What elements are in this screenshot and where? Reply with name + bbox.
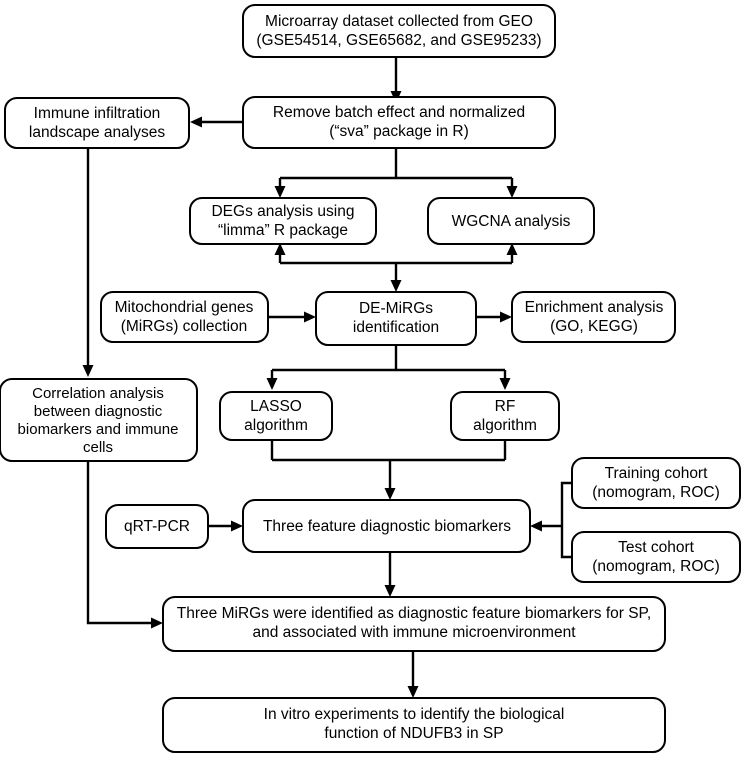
- node-in-vitro-experiments-line1: In vitro experiments to identify the bio…: [264, 706, 565, 723]
- node-immune-infiltration-box[interactable]: [4, 97, 190, 149]
- node-degs-analysis-line1: DEGs analysis using: [211, 203, 354, 220]
- arrowhead-demirgs-top: [390, 280, 402, 292]
- node-training-cohort-line1: Training cohort: [605, 465, 709, 482]
- node-qrt-pcr[interactable]: qRT-PCR: [105, 504, 209, 549]
- node-qrt-pcr-box[interactable]: [105, 504, 209, 549]
- node-remove-batch-effect-line1: Remove batch effect and normalized: [273, 104, 525, 121]
- node-mitochondrial-genes-box[interactable]: [100, 291, 269, 343]
- node-wgcna-analysis-box[interactable]: [427, 197, 595, 245]
- arrowhead-lasso: [266, 378, 278, 390]
- node-training-cohort-line2: (nomogram, ROC): [592, 484, 719, 501]
- node-test-cohort-box[interactable]: [571, 531, 741, 583]
- arrowhead-demirgs-left: [304, 311, 316, 323]
- node-enrichment-analysis-box[interactable]: [511, 291, 676, 343]
- arrowhead-biomarkers-right: [530, 520, 542, 532]
- node-remove-batch-effect[interactable]: Remove batch effect and normalized (“sva…: [242, 96, 556, 149]
- node-correlation-analysis-line2: between diagnostic: [34, 403, 163, 420]
- node-microarray-dataset[interactable]: Microarray dataset collected from GEO (G…: [242, 4, 556, 58]
- connector-layer: [82, 57, 572, 698]
- node-correlation-analysis[interactable]: Correlation analysis between diagnostic …: [0, 378, 198, 462]
- node-wgcna-analysis-line1: WGCNA analysis: [452, 213, 571, 230]
- node-correlation-analysis-line3: biomarkers and immune: [18, 421, 179, 438]
- node-in-vitro-experiments-box[interactable]: [162, 697, 666, 753]
- node-rf-algorithm-box[interactable]: [450, 391, 560, 441]
- node-rf-algorithm[interactable]: RF algorithm: [450, 391, 560, 441]
- node-immune-infiltration-line1: Immune infiltration: [34, 105, 161, 122]
- node-microarray-dataset-box[interactable]: [242, 4, 556, 58]
- node-enrichment-analysis[interactable]: Enrichment analysis (GO, KEGG): [511, 291, 676, 343]
- node-conclusion-line2: and associated with immune microenvironm…: [252, 624, 576, 641]
- node-lasso-algorithm[interactable]: LASSO algorithm: [219, 391, 333, 441]
- node-training-cohort[interactable]: Training cohort (nomogram, ROC): [571, 457, 741, 509]
- arrowhead-conclusion-left: [151, 617, 163, 629]
- arrowhead-biomarkers-top: [384, 488, 396, 500]
- arrowhead-wgcna: [506, 186, 518, 198]
- node-test-cohort-line2: (nomogram, ROC): [592, 558, 719, 575]
- node-immune-infiltration[interactable]: Immune infiltration landscape analyses: [4, 97, 190, 149]
- node-mitochondrial-genes-line1: Mitochondrial genes: [115, 299, 254, 316]
- arrowhead-conclusion-top: [384, 585, 396, 597]
- node-conclusion-line1: Three MiRGs were identified as diagnosti…: [177, 605, 651, 622]
- node-three-feature-biomarkers-box[interactable]: [242, 499, 531, 553]
- node-test-cohort[interactable]: Test cohort (nomogram, ROC): [571, 531, 741, 583]
- connector-cohorts-bracket: [560, 481, 572, 559]
- node-mitochondrial-genes[interactable]: Mitochondrial genes (MiRGs) collection: [100, 291, 269, 343]
- node-microarray-dataset-line2: (GSE54514, GSE65682, and GSE95233): [256, 32, 541, 49]
- arrowhead-correlation: [82, 365, 94, 377]
- node-lasso-algorithm-line2: algorithm: [244, 417, 308, 434]
- node-remove-batch-effect-line2: (“sva” package in R): [329, 123, 469, 140]
- node-remove-batch-effect-box[interactable]: [242, 96, 556, 149]
- connector-correlation-to-conclusion: [86, 461, 152, 625]
- arrowhead-immune: [190, 116, 202, 128]
- arrowhead-degs: [274, 186, 286, 198]
- node-enrichment-analysis-line2: (GO, KEGG): [550, 318, 638, 335]
- node-enrichment-analysis-line1: Enrichment analysis: [525, 299, 664, 316]
- node-de-mirgs-identification[interactable]: DE-MiRGs identification: [315, 291, 477, 346]
- node-test-cohort-line1: Test cohort: [618, 539, 695, 556]
- node-qrt-pcr-line1: qRT-PCR: [124, 518, 190, 535]
- node-de-mirgs-identification-box[interactable]: [315, 291, 477, 346]
- node-correlation-analysis-box[interactable]: [0, 378, 198, 462]
- node-lasso-algorithm-line1: LASSO: [250, 398, 302, 415]
- arrowhead-degs-up: [274, 243, 286, 255]
- node-degs-analysis-box[interactable]: [189, 197, 377, 245]
- node-degs-analysis[interactable]: DEGs analysis using “limma” R package: [189, 197, 377, 245]
- node-training-cohort-box[interactable]: [571, 457, 741, 509]
- arrowhead-enrichment: [500, 311, 512, 323]
- node-wgcna-analysis[interactable]: WGCNA analysis: [427, 197, 595, 245]
- node-in-vitro-experiments-line2: function of NDUFB3 in SP: [324, 725, 503, 742]
- node-conclusion[interactable]: Three MiRGs were identified as diagnosti…: [162, 596, 666, 652]
- node-conclusion-box[interactable]: [162, 596, 666, 652]
- arrowhead-wgcna-up: [506, 243, 518, 255]
- arrowhead-biomarkers-left: [231, 520, 243, 532]
- arrowhead-invitro: [407, 686, 419, 698]
- node-correlation-analysis-line4: cells: [83, 439, 113, 456]
- node-rf-algorithm-line2: algorithm: [473, 417, 537, 434]
- node-microarray-dataset-line1: Microarray dataset collected from GEO: [265, 13, 533, 30]
- node-mitochondrial-genes-line2: (MiRGs) collection: [121, 318, 248, 335]
- node-lasso-algorithm-box[interactable]: [219, 391, 333, 441]
- node-de-mirgs-identification-line2: identification: [353, 319, 439, 336]
- node-de-mirgs-identification-line1: DE-MiRGs: [359, 300, 433, 317]
- node-degs-analysis-line2: “limma” R package: [218, 222, 348, 239]
- node-three-feature-biomarkers-line1: Three feature diagnostic biomarkers: [263, 518, 511, 535]
- node-three-feature-biomarkers[interactable]: Three feature diagnostic biomarkers: [242, 499, 531, 553]
- node-rf-algorithm-line1: RF: [495, 398, 516, 415]
- node-correlation-analysis-line1: Correlation analysis: [32, 385, 164, 402]
- arrowhead-rf: [499, 378, 511, 390]
- node-in-vitro-experiments[interactable]: In vitro experiments to identify the bio…: [162, 697, 666, 753]
- node-immune-infiltration-line2: landscape analyses: [29, 124, 165, 141]
